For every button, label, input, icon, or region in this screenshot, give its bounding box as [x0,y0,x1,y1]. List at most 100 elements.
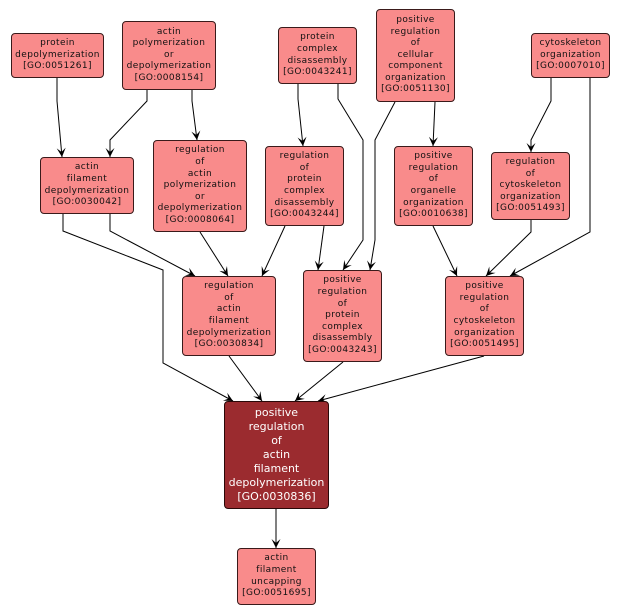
arrowhead-icon [526,143,536,152]
node-label-line: of [224,292,234,303]
node-label-line: of [479,304,490,315]
node-label-line: regulation [317,287,368,298]
node-label-line: or [194,191,205,202]
node-go-id: [GO:0030836] [237,490,316,503]
edge-go-0043244-to-go-0030834 [261,225,286,277]
node-label-line: filament [256,564,297,575]
node-go-id: [GO:0007010] [536,61,605,72]
arrowhead-icon [271,539,281,548]
arrowhead-icon [428,136,438,146]
node-label-line: component [388,61,443,72]
edge-line [191,90,198,141]
node-go-id: [GO:0008064] [165,214,235,225]
node-label-line: filament [208,316,250,326]
edge-line [509,78,591,277]
node-label-line: actin [187,168,213,179]
node-label-line: depolymerization [157,203,243,214]
node-label-line: of [428,174,439,185]
node-label-line: positive [254,406,299,419]
arrowhead-icon [261,265,270,276]
node-label-line: regulation [175,145,225,156]
edge-go-0008064-to-go-0030834 [199,231,229,277]
node-label-line: actin [156,26,182,37]
arrowhead-icon [297,136,307,146]
node-label-line: filament [66,173,108,184]
edge-line [530,78,552,152]
edge-line [62,214,234,402]
arrowhead-icon [184,267,195,276]
edge-go-0030042-to-go-0030836 [62,214,234,402]
node-label-line: regulation [279,151,330,162]
node-go-id: [GO:0043244] [270,209,339,220]
arrowhead-icon [222,392,233,401]
node-label-line: organization [385,72,446,83]
node-label-line: positive [323,275,362,286]
node-label-line: complex [284,186,325,196]
node-label-line: regulation [408,162,459,173]
node-label-line: depolymerization [15,49,100,60]
node-label-line: polymerization [132,38,206,49]
edge-line [261,225,286,277]
node-label-line: actin [262,448,291,461]
arrowhead-icon [510,267,521,276]
node-label-line: actin [74,162,100,173]
node-label-line: disassembly [287,55,348,66]
node-label-line: organelle [410,186,457,196]
edge-go-0043241-to-go-0043244 [297,84,307,147]
arrowhead-icon [343,260,352,270]
node-go-id: [GO:0051493] [496,203,565,214]
edge-go-0030042-to-go-0030834 [109,214,196,277]
node-label-line: actin [264,553,289,564]
node-label-line: depolymerization [126,61,212,72]
edge-go-0051493-to-go-0051495 [485,220,532,277]
edge-go-0008154-to-go-0030042 [105,90,148,157]
arrowhead-icon [367,260,376,270]
edge-line [294,361,344,402]
arrowhead-icon [253,391,262,401]
edge-go-0030834-to-go-0030836 [228,355,263,402]
arrowhead-icon [318,394,328,403]
node-go-id: [GO:0051261] [23,61,92,72]
node-label-line: protein [300,32,335,43]
node-label-line: regulation [459,292,510,303]
node-go-id: [GO:0051695] [242,588,311,599]
edge-go-0043241-to-go-0043243 [337,84,364,271]
edge-line [228,355,263,402]
edge-line [432,225,458,277]
edge-go-0051261-to-go-0030042 [56,78,66,158]
edge-line [485,220,532,277]
arrowhead-icon [314,260,324,270]
node-label-line: protein [40,38,75,49]
edge-line [109,214,196,277]
node-label-line: regulation [248,420,305,433]
node-label-line: or [163,49,174,60]
node-label-line: depolymerization [44,185,130,196]
node-label-line: disassembly [274,197,335,208]
node-label-line: positive [396,14,435,25]
node-label-line: cytoskeleton [499,180,562,191]
node-label-line: regulation [204,281,254,292]
node-go-id: [GO:0030042] [52,197,122,208]
node-go-id: [GO:0043241] [283,67,352,78]
node-label-line: regulation [505,157,556,168]
arrowhead-icon [486,266,496,276]
edge-go-0043244-to-go-0043243 [314,225,325,271]
node-go-id: [GO:0030834] [194,339,264,350]
edge-go-0043243-to-go-0030836 [294,361,344,402]
edge-go-0051130-to-go-0043243 [367,101,396,271]
